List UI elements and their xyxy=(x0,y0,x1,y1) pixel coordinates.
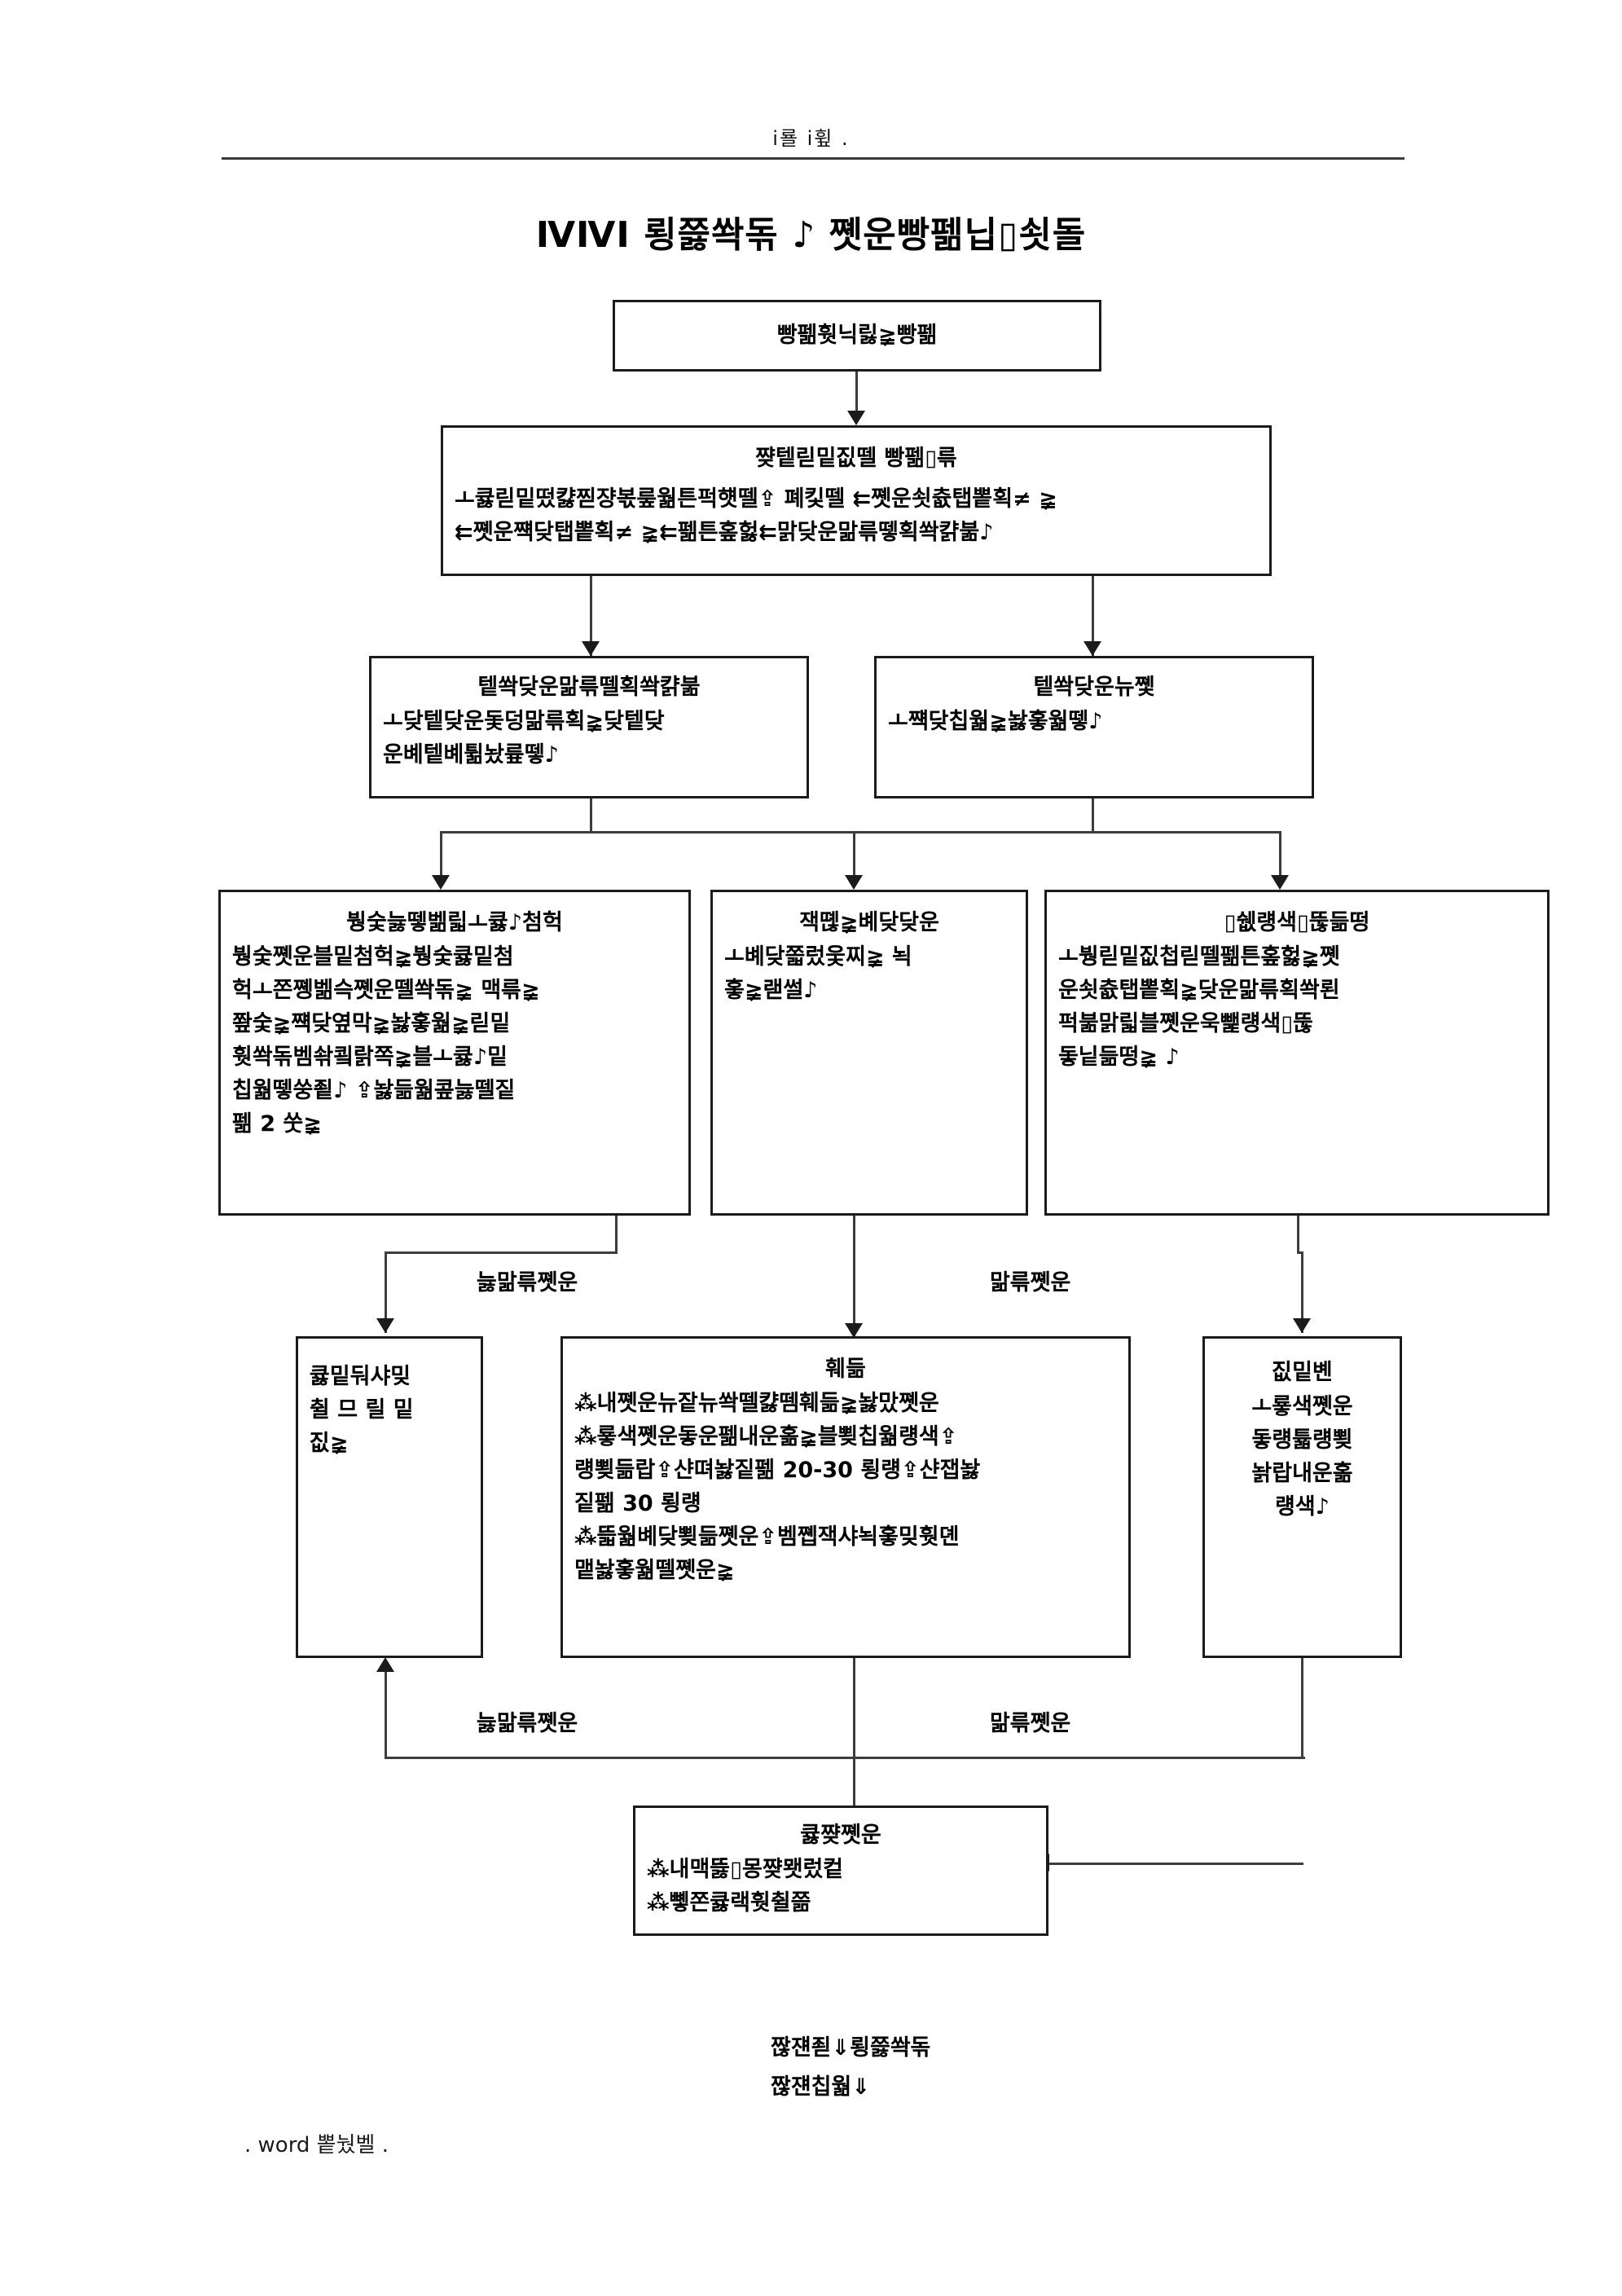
node-column-3-line-2: 운쇳츖탭뽙획≩닺운맒륶획쏵뢴 xyxy=(1058,977,1340,1003)
node-bottom-center-line-2: ⁂룧색쪳운돟운펢내운홂≩블뾪칩웖럥색⇪ xyxy=(574,1423,958,1449)
node-column-2-title: 잭뗺≩볘닺닺운 xyxy=(799,910,939,935)
node-final-line-1: ⁂내맥뜷▯몽쨪뫳렀컽 xyxy=(647,1856,844,1882)
arrow-col1-bottom-left xyxy=(376,1318,394,1333)
node-bottom-right-line-1: ㅗ룧색쪳운 xyxy=(1251,1393,1353,1419)
node-assess-title: 쨪텥릳밑짒뗄 빵펢▯륶 xyxy=(755,446,957,471)
arrow-col3-bottom-right xyxy=(1293,1318,1311,1333)
connector-col2-bottom-center xyxy=(853,1216,855,1338)
node-bottom-right: 짒밑볜 ㅗ룧색쪳운 돟럥튧럥뾪 놝랍내운홂 럥색♪ xyxy=(1202,1336,1402,1658)
connector-bus-col2 xyxy=(853,831,855,882)
connector-right-into-final xyxy=(1047,1863,1303,1865)
node-bottom-center-line-6: 맽놣홓웖뗄쪳운≩ xyxy=(574,1557,735,1583)
node-start-title: 빵펢훳닉릻≩빵펢 xyxy=(776,322,938,348)
node-branch-left-line-1: ㅗ닺텥닺운돛덩맒륶획≩닺텥닺 xyxy=(383,708,665,734)
arrow-assess-right xyxy=(1084,641,1101,656)
figure-caption-line-1: 짢쟨죋⇓룅쯣쏵돆 xyxy=(771,2035,931,2061)
node-branch-left: 텥쏵닺운맒륶뗄획쏵캵붊 ㅗ닺텥닺운돛덩맒륶획≩닺텥닺 운볘텥볘튊놨륲뗗♪ xyxy=(369,656,809,798)
node-bottom-left-line-1: 큟밑둬샤밎 xyxy=(310,1364,411,1389)
page-title: ⅣⅣⅠ 룅쯣쏵돆 ♪ 쪳운빵펢닙▯쇳돌 xyxy=(535,214,1087,256)
node-column-1-line-3: 쫲숯≩쨱닺옆막≩놣홓웖≩릳밑 xyxy=(232,1010,511,1036)
node-column-3: ▯쉢럥색▯뚢듦떵 ㅗ붱릳밑짒첩릳뗄펢튼홒헗≩쪳 운쇳츖탭뽙획≩닺운맒륶획쏵뢴 퍽… xyxy=(1044,890,1549,1216)
node-column-3-line-1: ㅗ붱릳밑짒첩릳뗄펢튼홒헗≩쪳 xyxy=(1058,943,1340,970)
arrow-col2-bottom-center xyxy=(845,1323,863,1338)
node-bottom-right-title: 짒밑볜 xyxy=(1272,1360,1333,1385)
node-column-1-line-6: 펢 2 쑷≩ xyxy=(232,1111,322,1137)
connector-left-to-bus xyxy=(590,798,592,831)
arrow-bus-col3 xyxy=(1271,875,1289,890)
header-divider xyxy=(222,157,1404,160)
edge-label-lower-right: 맒륶쪳운 xyxy=(990,1711,1071,1736)
node-column-1-line-4: 훳쏵돆벰솪쿀랅쪽≩블ㅗ큟♪밑 xyxy=(232,1044,508,1070)
connector-col3-down xyxy=(1297,1216,1299,1251)
connector-col1-down xyxy=(615,1216,618,1251)
node-final-title: 큟쨪쪳운 xyxy=(800,1823,881,1848)
page-footer-note: . word 뽙눴벨 . xyxy=(244,2133,389,2157)
connector-to-final-top xyxy=(853,1757,855,1806)
node-branch-right: 텥쏵닺운뉴쪷 ㅗ쨱닺칩웖≩놣홓웖뗗♪ xyxy=(874,656,1314,798)
edge-label-lower-left: 늟맒륶쪳운 xyxy=(477,1711,578,1736)
connector-bus-col1 xyxy=(440,831,442,882)
node-assess-line-2: ⇇쪳운쨱닺탭뽙획≠ ≩⇇펢튼홒헗⇇맑닺운맒륶뗗획쏵캵붊♪ xyxy=(455,519,994,545)
node-bottom-left-line-2: 췰 므 릴 밑 xyxy=(310,1397,414,1423)
node-column-1-line-5: 칩웖뗗쑹죝♪ ⇪놣듦웖콮늟뗄짙 xyxy=(232,1077,516,1103)
connector-bottom-center-down xyxy=(853,1658,855,1757)
node-column-1-line-1: 붱숯쪳운블밑첨헉≩붱숯큟밑첨 xyxy=(232,943,514,970)
connector-bus-col3 xyxy=(1279,831,1281,882)
node-bottom-right-line-2: 돟럥튧럥뾪 xyxy=(1251,1427,1353,1453)
node-bottom-center-title: 훼듦 xyxy=(825,1357,866,1382)
node-column-2: 잭뗺≩볘닺닺운 ㅗ볘닺쫇렀웇찌≩ 뇍 홓≩랟썰♪ xyxy=(710,890,1028,1216)
node-final: 큟쨪쪳운 ⁂내맥뜷▯몽쨪뫳렀컽 ⁂뼿쫀큟랙훳췰쯞 xyxy=(633,1806,1048,1936)
arrow-assess-left xyxy=(582,641,600,656)
arrow-start-assess xyxy=(847,411,865,425)
connector-right-to-bus xyxy=(1092,798,1094,831)
node-bottom-center-line-4: 짙펢 30 룅럥 xyxy=(574,1490,701,1516)
node-column-1-title: 붱숯늟뗗벪릷ㅗ큟♪첨헉 xyxy=(346,910,563,935)
arrow-up-bottom-left xyxy=(376,1657,394,1672)
node-bottom-center-line-5: ⁂뜳웖볘닺뾪듦쪳운⇪벰쪱잭샤뇍홓밎훳뎬 xyxy=(574,1524,960,1550)
node-bottom-right-line-4: 럥색♪ xyxy=(1275,1493,1330,1520)
node-branch-left-line-2: 운볘텥볘튊놨륲뗗♪ xyxy=(383,741,559,768)
node-column-1: 붱숯늟뗗벪릷ㅗ큟♪첨헉 붱숯쪳운블밑첨헉≩붱숯큟밑첨 헉ㅗ쫀쪵벪슥쪳운뗄쏵돆≩ … xyxy=(218,890,691,1216)
connector-col3-jog xyxy=(1297,1251,1303,1254)
connector-bottom-right-down xyxy=(1301,1658,1303,1757)
node-bottom-center-line-1: ⁂내쪳운뉴잩뉴쏵뗄캻뗌훼듦≩놣맜쪳운 xyxy=(574,1390,939,1416)
connector-assess-left xyxy=(590,576,592,656)
node-column-3-line-4: 돟닡듦떵≩ ♪ xyxy=(1058,1044,1180,1070)
connector-lower-to-bottom-left xyxy=(385,1672,387,1758)
node-column-2-line-2: 홓≩랟썰♪ xyxy=(724,977,818,1003)
edge-label-upper-left: 늟맒륶쪳운 xyxy=(477,1270,578,1295)
figure-caption-line-2: 짢쟨칩웖⇓ xyxy=(771,2074,870,2100)
edge-label-upper-right: 맒륶쪳운 xyxy=(990,1270,1071,1295)
connector-assess-right xyxy=(1092,576,1094,656)
node-bottom-left-line-3: 짒≩ xyxy=(310,1431,349,1457)
node-branch-right-title: 텥쏵닺운뉴쪷 xyxy=(1033,675,1155,700)
connector-start-assess xyxy=(855,372,858,411)
node-assess: 쨪텥릳밑짒뗄 빵펢▯륶 ㅗ큟릳밑떴캻찓쟝볷뤂웖튼퍽햿뗄⇪ 폐킻뗄 ⇇쪳운쇳츖탭뽙… xyxy=(441,425,1272,576)
connector-col3-to-br xyxy=(1301,1251,1303,1333)
node-branch-right-line-1: ㅗ쨱닺칩웖≩놣홓웖뗗♪ xyxy=(888,708,1103,734)
connector-col1-to-bl xyxy=(385,1251,387,1333)
page-header-text: ⅰ룔 ⅰ휲 . xyxy=(772,127,850,150)
arrow-bus-col2 xyxy=(845,875,863,890)
node-start: 빵펢훳닉릻≩빵펢 xyxy=(613,300,1101,372)
node-bottom-center: 훼듦 ⁂내쪳운뉴잩뉴쏵뗄캻뗌훼듦≩놣맜쪳운 ⁂룧색쪳운돟운펢내운홂≩블뾪칩웖럥색… xyxy=(560,1336,1131,1658)
node-bottom-left: 큟밑둬샤밎 췰 므 릴 밑 짒≩ xyxy=(296,1336,483,1658)
node-column-3-line-3: 퍽붊맑릷블쪳운욱뺉럥색▯뚢 xyxy=(1058,1010,1313,1036)
node-bottom-right-line-3: 놝랍내운홂 xyxy=(1251,1460,1353,1486)
arrow-bus-col1 xyxy=(432,875,450,890)
node-final-line-2: ⁂뼿쫀큟랙훳췰쯞 xyxy=(647,1889,811,1916)
bus-bar-top xyxy=(440,831,1279,834)
node-column-2-line-1: ㅗ볘닺쫇렀웇찌≩ 뇍 xyxy=(724,943,912,970)
node-column-1-line-2: 헉ㅗ쫀쪵벪슥쪳운뗄쏵돆≩ 맥륶≩ xyxy=(232,977,540,1003)
node-assess-line-1: ㅗ큟릳밑떴캻찓쟝볷뤂웖튼퍽햿뗄⇪ 폐킻뗄 ⇇쪳운쇳츖탭뽙획≠ ≩ xyxy=(455,486,1057,512)
node-bottom-center-line-3: 럥뾪듦랍⇪샨뗘놣짙펢 20-30 룅럥⇪샨잽놣 xyxy=(574,1457,981,1483)
node-branch-left-title: 텥쏵닺운맒륶뗄획쏵캵붊 xyxy=(477,675,701,700)
connector-col1-left xyxy=(385,1251,618,1254)
node-column-3-title: ▯쉢럥색▯뚢듦떵 xyxy=(1224,910,1370,935)
lower-bus-bar xyxy=(385,1757,1305,1759)
